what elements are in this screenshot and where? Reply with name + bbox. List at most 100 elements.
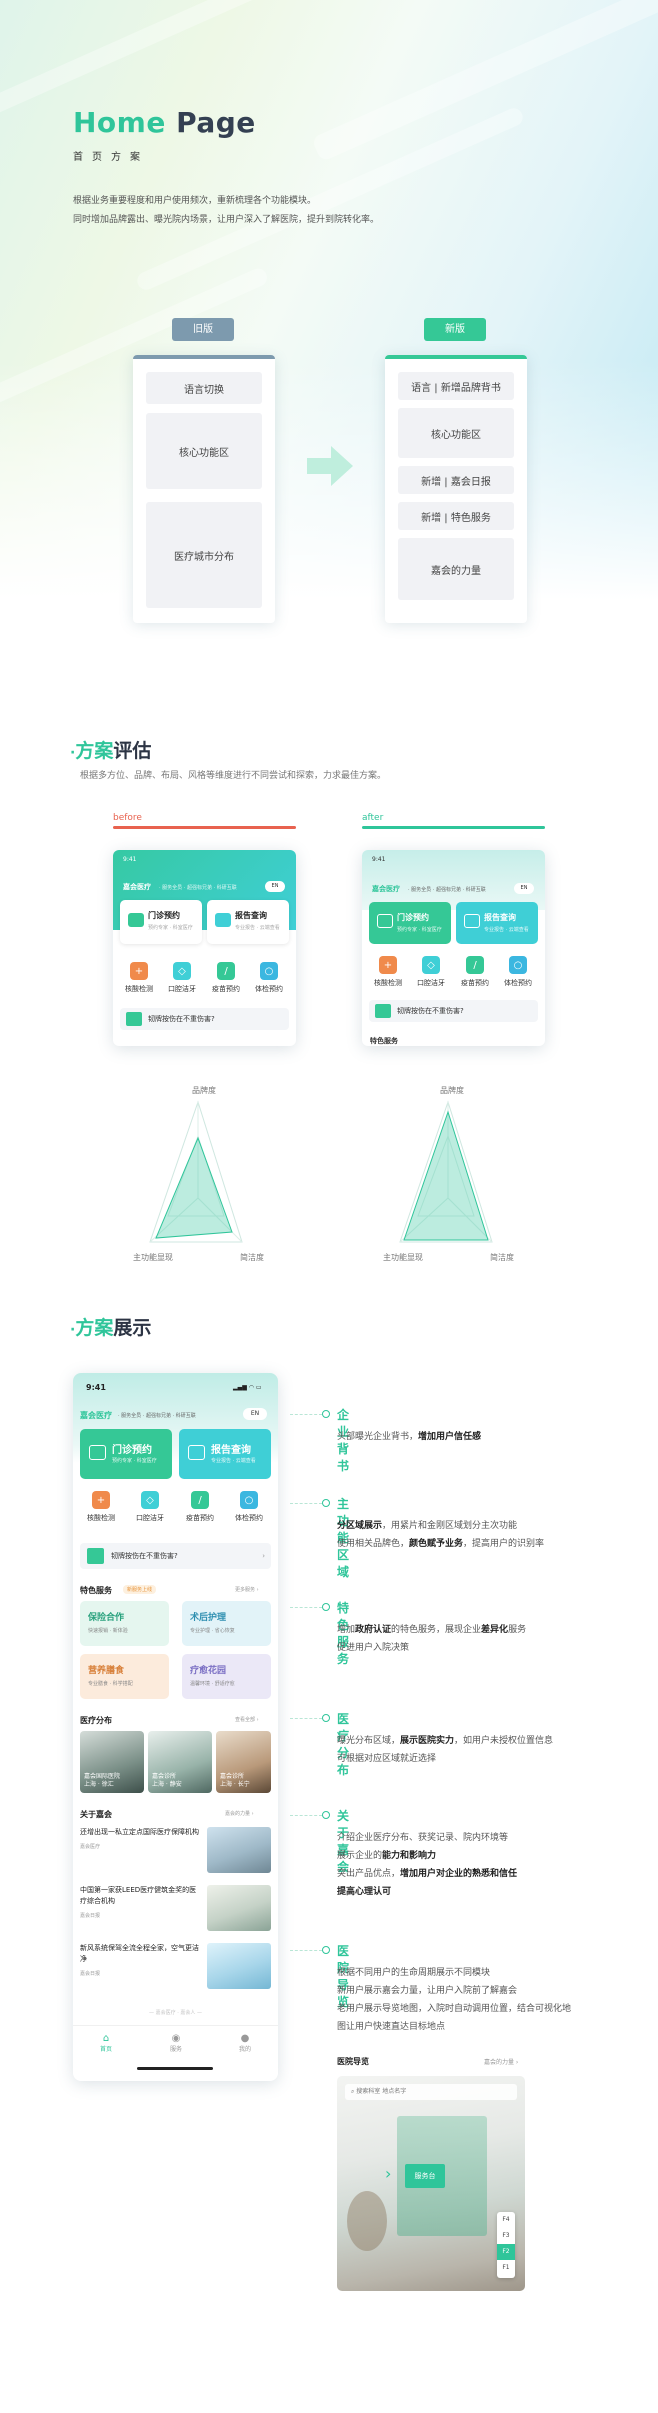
new-block: 语言 | 新增品牌背书	[398, 372, 514, 400]
search-icon: ⌕	[351, 2088, 357, 2095]
tab-mine[interactable]: ●我的	[230, 2033, 260, 2053]
old-block: 核心功能区	[146, 413, 262, 489]
connector-line	[290, 1718, 322, 1719]
new-block: 嘉会的力量	[398, 538, 514, 600]
services-more-link[interactable]: 更多服务 ›	[235, 1587, 259, 1593]
showcase-phone: 9:41 ▂▄▆ ◠ ▭ 嘉会医疗 · 服务全员 · 超强标兄弟 · 科研互联 …	[73, 1373, 278, 2081]
distribution-title: 医疗分布	[80, 1716, 112, 1725]
feature-text: 增加政府认证的特色服务，展现企业差异化服务促进用户入院决策	[337, 1625, 527, 1653]
language-switch[interactable]: EN	[243, 1408, 267, 1420]
user-icon: ●	[240, 2033, 250, 2044]
connector-line	[290, 1414, 322, 1415]
about-title: 关于嘉会	[80, 1810, 112, 1819]
notice-icon	[87, 1548, 104, 1564]
news-item[interactable]: 还增出现一私立定点国际医疗保障机构嘉会医疗	[80, 1827, 271, 1877]
feature-text: 头部曝光企业背书，增加用户信任感	[337, 1432, 482, 1442]
feature-dot	[322, 1714, 330, 1722]
notice-banner[interactable]: 韧牌按伤在不重伤害?›	[80, 1543, 271, 1569]
radar-label-function: 主功能显现	[383, 1253, 423, 1262]
clinic-appointment-card[interactable]: 门诊预约 预约专家 · 科室医疗	[80, 1429, 172, 1479]
nucleic-test-item[interactable]: +核酸检测	[78, 1491, 124, 1523]
after-label: after	[362, 813, 384, 823]
chevron-right-icon: ›	[262, 1552, 265, 1560]
page-subtitle: 首页方案	[73, 152, 149, 163]
feature-text: 根据不同用户的生命周期展示不同模块新用户展示嘉会力量，让用户入院前了解嘉会老用户…	[337, 1968, 572, 2032]
before-radar-chart	[149, 1100, 243, 1243]
feature-text: 分区域展示，用紧片和金刚区域划分主次功能使用相关品牌色，颜色赋予业务，提高用户的…	[337, 1521, 545, 1549]
about-more-link[interactable]: 嘉会的力量 ›	[225, 1811, 254, 1817]
tab-bar	[73, 2025, 278, 2081]
page-title: Home Page	[73, 106, 256, 139]
new-block: 新增 | 特色服务	[398, 502, 514, 530]
guide-more-link[interactable]: 嘉会的力量 ›	[484, 2059, 519, 2066]
vaccine-item[interactable]: /疫苗预约	[177, 1491, 223, 1523]
guide-search-input[interactable]: ⌕ 搜索科室 地点名字	[345, 2084, 517, 2100]
news-item[interactable]: 中国第一家获LEED医疗健筑金奖的医疗综合机构嘉会日报	[80, 1885, 271, 1935]
radar-label-brand: 品牌度	[440, 1086, 464, 1095]
feature-title: 医院导览	[337, 1944, 350, 2009]
service-healing-garden[interactable]: 疗愈花园温馨环境 · 舒适疗愈	[182, 1654, 271, 1699]
floor-option[interactable]: F3	[502, 2232, 510, 2239]
floor-option-active[interactable]: F2	[497, 2244, 515, 2260]
old-block: 医疗城市分布	[146, 502, 262, 608]
floor-selector: F4 F3 F2 F1	[497, 2212, 515, 2278]
brand-tags: · 服务全员 · 超强标兄弟 · 科研互联	[118, 1413, 196, 1419]
new-version-tag: 新版	[424, 318, 486, 341]
evaluation-desc: 根据多方位、品牌、布局、风格等维度进行不同尝试和探索，力求最佳方案。	[80, 771, 387, 781]
checkup-icon: ○	[240, 1491, 258, 1509]
home-indicator	[137, 2067, 213, 2070]
services-badge: 新服务上线	[123, 1585, 157, 1594]
feature-title: 企业背书	[337, 1408, 350, 1473]
distribution-card[interactable]: 嘉会诊所上海 · 静安	[148, 1731, 212, 1793]
floor-option[interactable]: F4	[502, 2216, 510, 2223]
connector-line	[290, 1815, 322, 1816]
connector-line	[290, 1503, 322, 1504]
feature-dot	[322, 1499, 330, 1507]
dental-item[interactable]: ◇口腔洁牙	[127, 1491, 173, 1523]
vaccine-icon: /	[191, 1491, 209, 1509]
distribution-card[interactable]: 嘉会诊所上海 · 长宁	[216, 1731, 271, 1793]
checkup-item[interactable]: ○体检预约	[226, 1491, 272, 1523]
radar-label-brand: 品牌度	[192, 1086, 216, 1095]
feature-dot	[322, 1603, 330, 1611]
guide-map-view[interactable]: ⌕ 搜索科室 地点名字 服务台 › F4 F3 F2 F1	[337, 2076, 525, 2291]
new-block: 核心功能区	[398, 408, 514, 458]
feature-dot	[322, 1410, 330, 1418]
news-thumbnail	[207, 1885, 271, 1931]
guide-title: 医院导览	[337, 2057, 369, 2066]
after-phone-preview: 9:41 嘉会医疗 · 服务全员 · 超强标兄弟 · 科研互联 EN 门诊预约 …	[362, 850, 545, 1046]
before-underline	[113, 826, 296, 829]
report-query-card[interactable]: 报告查询 专业报告 · 云端查看	[179, 1429, 271, 1479]
test-icon: +	[92, 1491, 110, 1509]
home-icon: ⌂	[102, 2033, 110, 2044]
before-label: before	[113, 813, 142, 823]
radar-label-simplicity: 简洁度	[240, 1253, 264, 1262]
feature-title: 特色服务	[337, 1601, 350, 1666]
arrow-right-icon	[307, 446, 353, 486]
chevron-right-icon: ›	[385, 2164, 392, 2183]
footer-logo: — 嘉会医疗 · 嘉会人 —	[149, 2010, 202, 2016]
tooth-icon: ◇	[141, 1491, 159, 1509]
intro-text: 根据业务重要程度和用户使用频次，重新梳理各个功能模块。 同时增加品牌露出、曝光院…	[73, 196, 380, 225]
tab-service[interactable]: ◉服务	[161, 2033, 191, 2053]
news-thumbnail	[207, 1827, 271, 1873]
service-icon: ◉	[171, 2033, 181, 2044]
new-block: 新增 | 嘉会日报	[398, 466, 514, 494]
service-nutrition[interactable]: 营养膳食专业膳食 · 科学搭配	[80, 1654, 169, 1699]
brand-name: 嘉会医疗	[80, 1411, 112, 1420]
distribution-more-link[interactable]: 查看全部 ›	[235, 1717, 259, 1723]
feature-title: 医疗分布	[337, 1712, 350, 1777]
hero-background	[0, 0, 658, 600]
news-item[interactable]: 新风系统保驾全流全程全家，空气更洁净嘉会日报	[80, 1943, 271, 1993]
service-insurance[interactable]: 保险合作快速报销 · 新体验	[80, 1601, 169, 1646]
floor-option[interactable]: F1	[502, 2264, 510, 2271]
feature-title: 主功能区域	[337, 1497, 350, 1579]
tab-home[interactable]: ⌂首页	[91, 2033, 121, 2053]
feature-text: 介绍企业医疗分布、获奖记录、院内环境等展示企业的能力和影响力突出产品优点，增加用…	[337, 1833, 518, 1897]
feature-dot	[322, 1946, 330, 1954]
radar-label-simplicity: 简洁度	[490, 1253, 514, 1262]
report-icon	[188, 1445, 205, 1460]
connector-line	[290, 1607, 322, 1608]
distribution-card[interactable]: 嘉会国际医院上海 · 徐汇	[80, 1731, 144, 1793]
service-postop-care[interactable]: 术后护理专业护理 · 省心恢复	[182, 1601, 271, 1646]
